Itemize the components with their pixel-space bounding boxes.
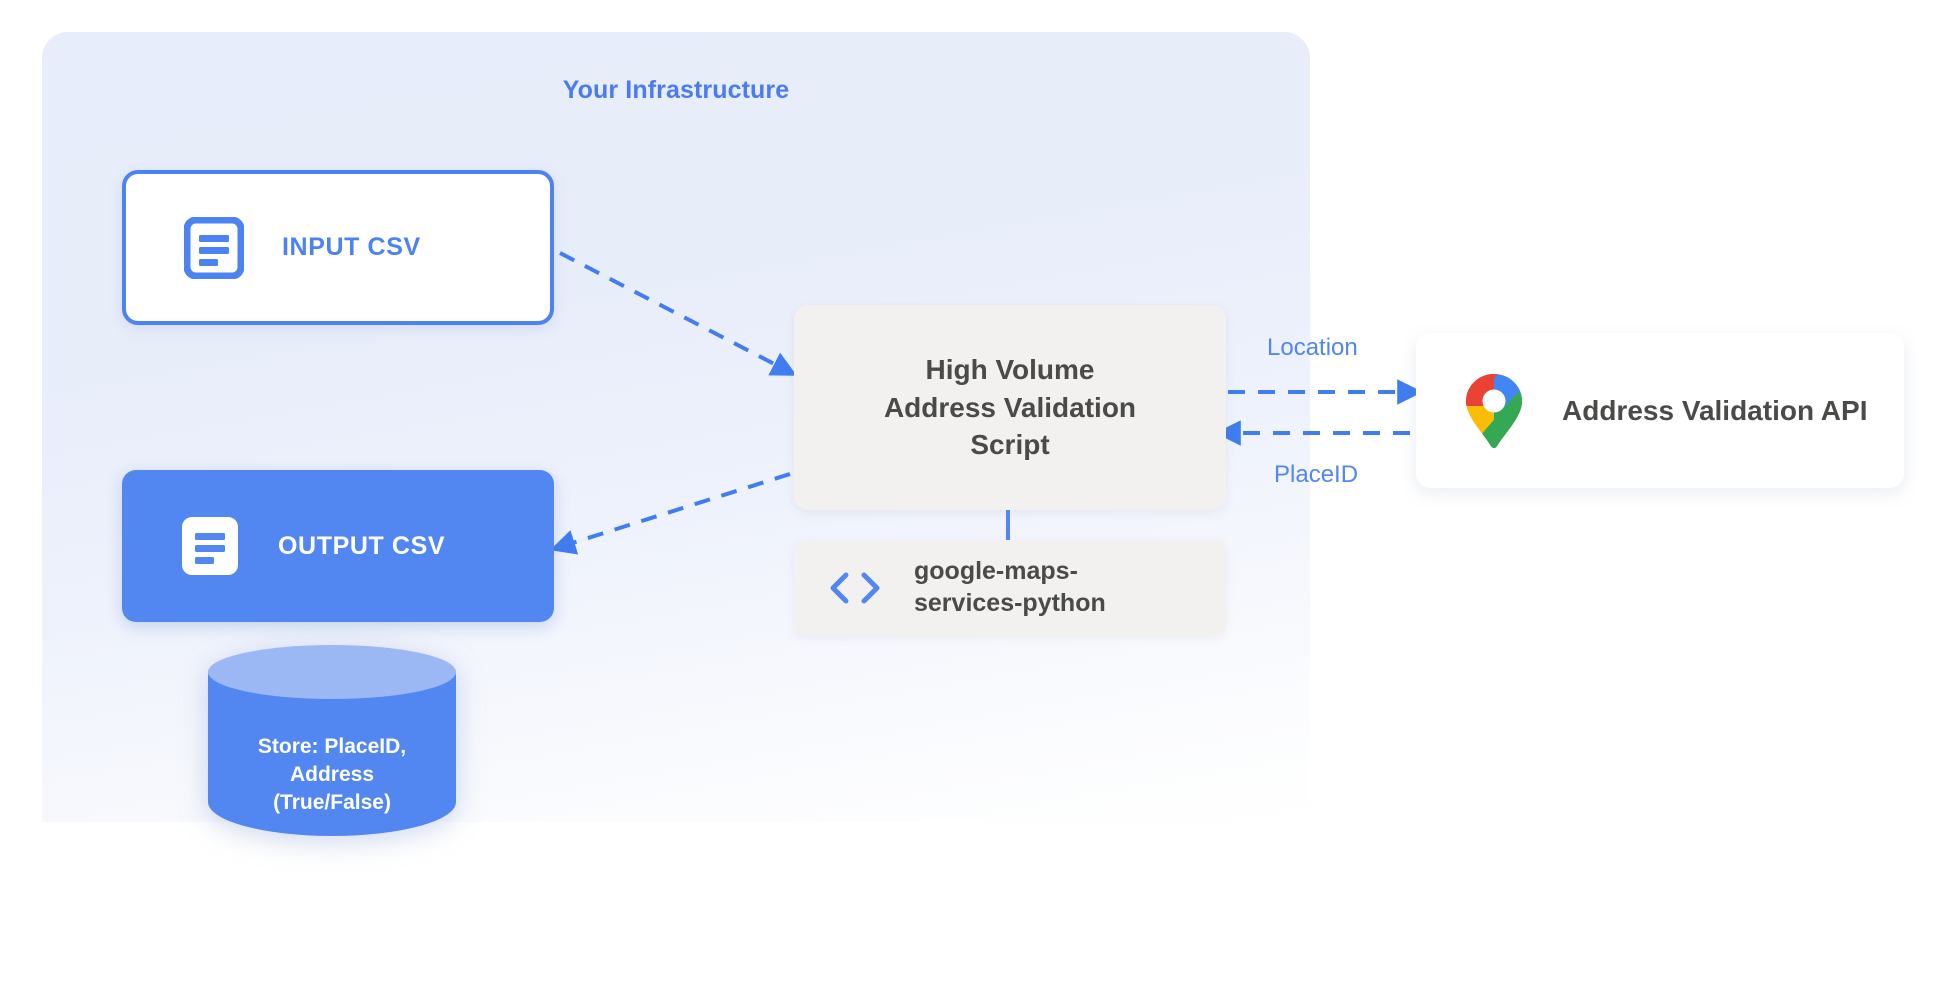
library-label-line1: google-maps- [914,557,1078,585]
node-input-csv[interactable]: INPUT CSV [122,170,554,325]
cylinder-top [208,645,456,699]
code-brackets-icon [826,568,884,608]
edge-script-to-library [1006,510,1010,540]
client-library-label: google-maps- services-python [914,556,1106,619]
api-label: Address Validation API [1562,394,1868,426]
node-address-validation-api[interactable]: Address Validation API [1416,333,1904,488]
edge-label-location: Location [1267,334,1358,361]
node-client-library[interactable]: google-maps- services-python [794,540,1226,635]
script-label-line2: Address Validation [883,391,1137,423]
node-input-csv-label: INPUT CSV [282,233,421,261]
node-output-csv[interactable]: OUTPUT CSV [122,470,554,622]
database-label-line2: Address [289,763,375,787]
document-icon [180,515,240,577]
node-database[interactable]: Store: PlaceID, Address (True/False) [208,645,456,860]
database-label-line1: Store: PlaceID, [257,735,407,758]
document-icon [183,216,245,279]
edge-label-placeid: PlaceID [1274,461,1359,488]
script-label-line3: Script [970,429,1050,461]
page-title: Your Infrastructure [562,76,790,104]
database-label-line3: (True/False) [273,791,391,815]
validation-script-label: High Volume Address Validation Script [884,351,1136,464]
script-label-line1: High Volume [925,354,1095,386]
database-label: Store: PlaceID, Address (True/False) [208,733,456,817]
node-validation-script[interactable]: High Volume Address Validation Script [794,305,1226,510]
library-label-line2: services-python [914,588,1106,617]
node-output-csv-label: OUTPUT CSV [278,531,446,560]
google-maps-pin-icon [1460,372,1528,450]
